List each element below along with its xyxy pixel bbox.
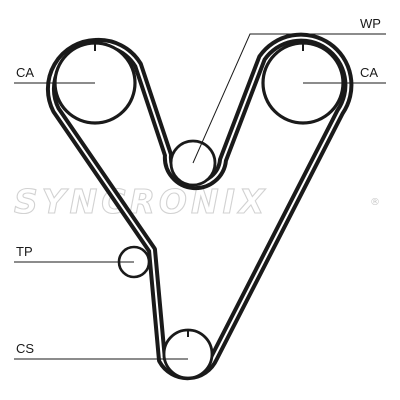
- crankshaft-pulley: [162, 328, 214, 380]
- label-cs: CS: [16, 341, 34, 356]
- leader-lines: [14, 33, 386, 360]
- label-wp: WP: [360, 16, 381, 31]
- watermark-brand: SYNCRONIX: [14, 182, 268, 221]
- label-ca-right: CA: [360, 65, 378, 80]
- leader-wp: [192, 33, 386, 164]
- label-tp: TP: [16, 244, 33, 259]
- label-ca-left: CA: [16, 65, 34, 80]
- part-labels: CA CA WP TP CS: [16, 16, 381, 356]
- watermark-registered-mark: ®: [370, 197, 380, 208]
- watermark: SYNCRONIX ®: [13, 181, 380, 221]
